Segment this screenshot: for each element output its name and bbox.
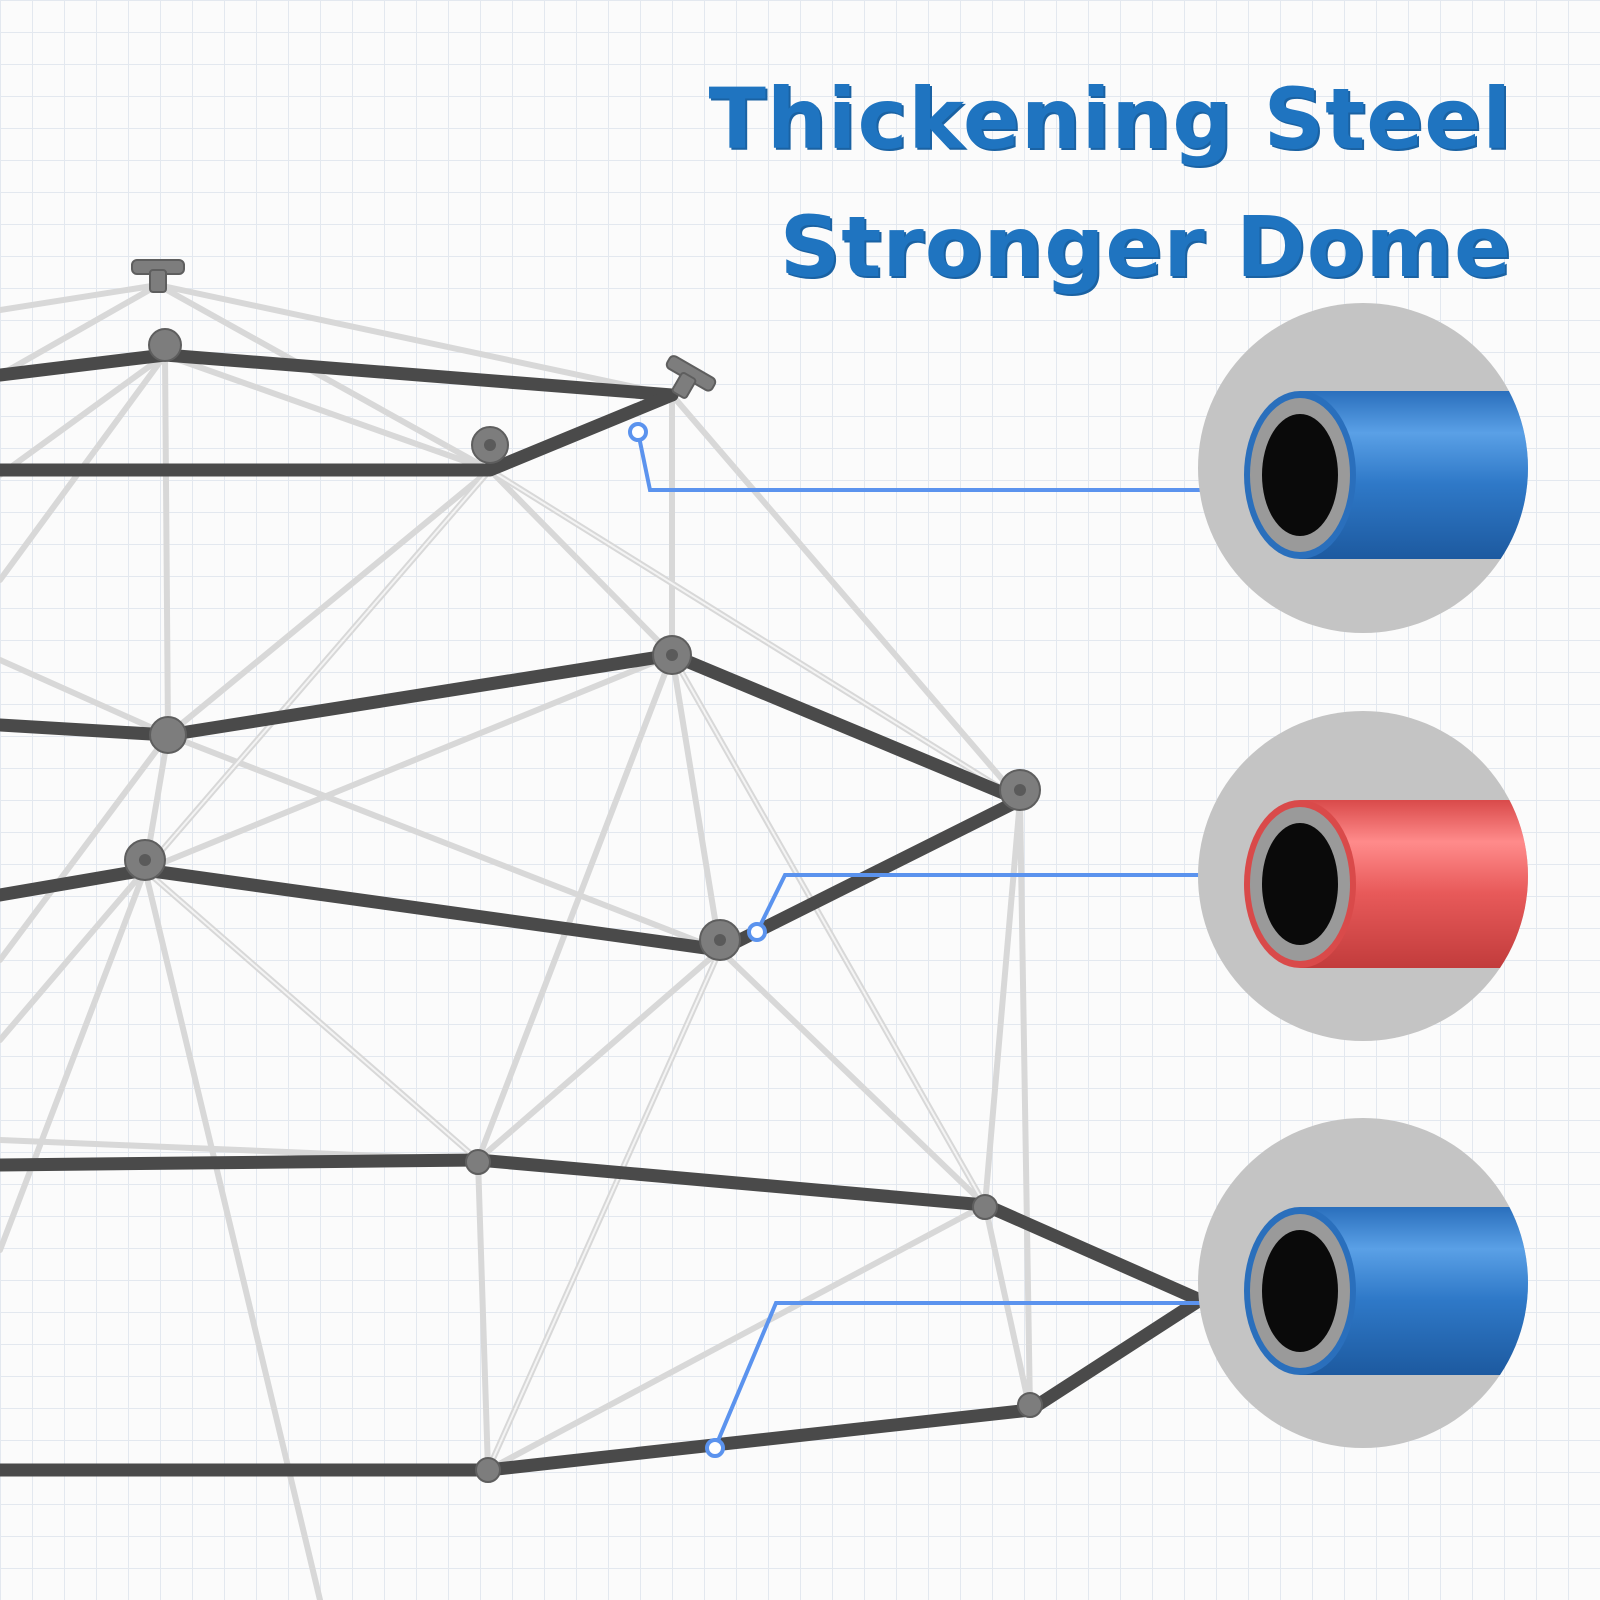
hub-node <box>972 1194 998 1220</box>
right-cap-connector <box>665 355 717 399</box>
callout-dot-middle <box>747 922 767 942</box>
hub-node <box>149 716 187 754</box>
dark-steel-rings <box>0 348 1207 1477</box>
hub-centers <box>139 439 1026 946</box>
hub-node <box>1017 1392 1043 1418</box>
headline-line-2: Stronger Dome <box>779 198 1512 296</box>
hub-node <box>475 1457 501 1483</box>
tube-bore <box>1262 1230 1338 1352</box>
callout-lines <box>636 431 1200 1449</box>
callout-dot-top <box>628 422 648 442</box>
hub-node <box>148 328 182 362</box>
tube-bore <box>1262 823 1338 945</box>
callout-line-top <box>636 431 1200 492</box>
hub-node <box>465 1149 491 1175</box>
callout-line-middle <box>755 873 1200 933</box>
top-cap-connector <box>131 259 185 293</box>
callout-dot-bottom <box>705 1438 725 1458</box>
top-tube-callout <box>1198 303 1528 633</box>
bottom-tube-callout <box>1198 1118 1528 1448</box>
headline: Thickening Steel Stronger Dome <box>709 55 1512 311</box>
light-brace-highlights <box>144 469 1021 1471</box>
tube-bore <box>1262 414 1338 536</box>
middle-tube-callout <box>1198 711 1528 1041</box>
connector-hubs <box>124 259 1043 1483</box>
headline-line-1: Thickening Steel <box>708 70 1512 168</box>
callout-line-bottom <box>713 1301 1200 1449</box>
